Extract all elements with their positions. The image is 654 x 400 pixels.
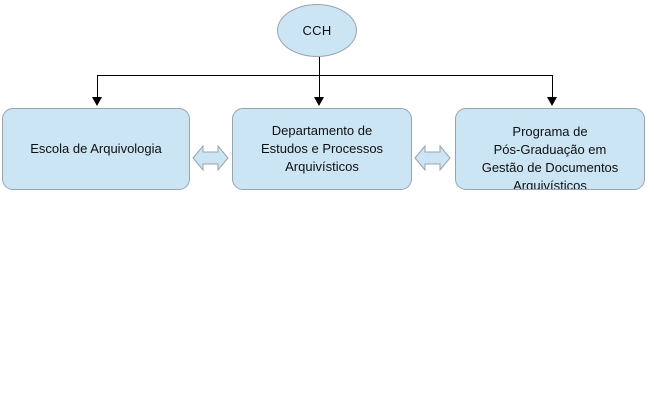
node-departamento-label: Departamento de Estudos e Processos Arqu… [260, 123, 384, 174]
connector-drop-departamento [319, 75, 320, 99]
node-programa-pos-graduacao[interactable]: Programa de Pós-Graduação em Gestão de D… [455, 108, 645, 190]
node-cch[interactable]: CCH [277, 4, 357, 57]
connector-drop-programa [552, 75, 553, 99]
double-headed-arrow-icon-departamento-programa[interactable] [414, 143, 451, 173]
connector-drop-escola [97, 75, 98, 99]
connector-cch-stem [319, 57, 320, 76]
node-cch-label: CCH [302, 23, 332, 38]
arrowhead-programa [547, 97, 557, 106]
connector-horizontal-bus [97, 75, 553, 76]
arrowhead-escola [92, 97, 102, 106]
node-escola-de-arquivologia[interactable]: Escola de Arquivologia [2, 108, 190, 190]
double-headed-arrow-icon-escola-departamento[interactable] [192, 143, 229, 173]
node-departamento-estudos-processos[interactable]: Departamento de Estudos e Processos Arqu… [232, 108, 412, 190]
node-escola-label: Escola de Arquivologia [30, 141, 162, 156]
arrowhead-departamento [314, 97, 324, 106]
node-programa-label: Programa de Pós-Graduação em Gestão de D… [481, 124, 619, 190]
